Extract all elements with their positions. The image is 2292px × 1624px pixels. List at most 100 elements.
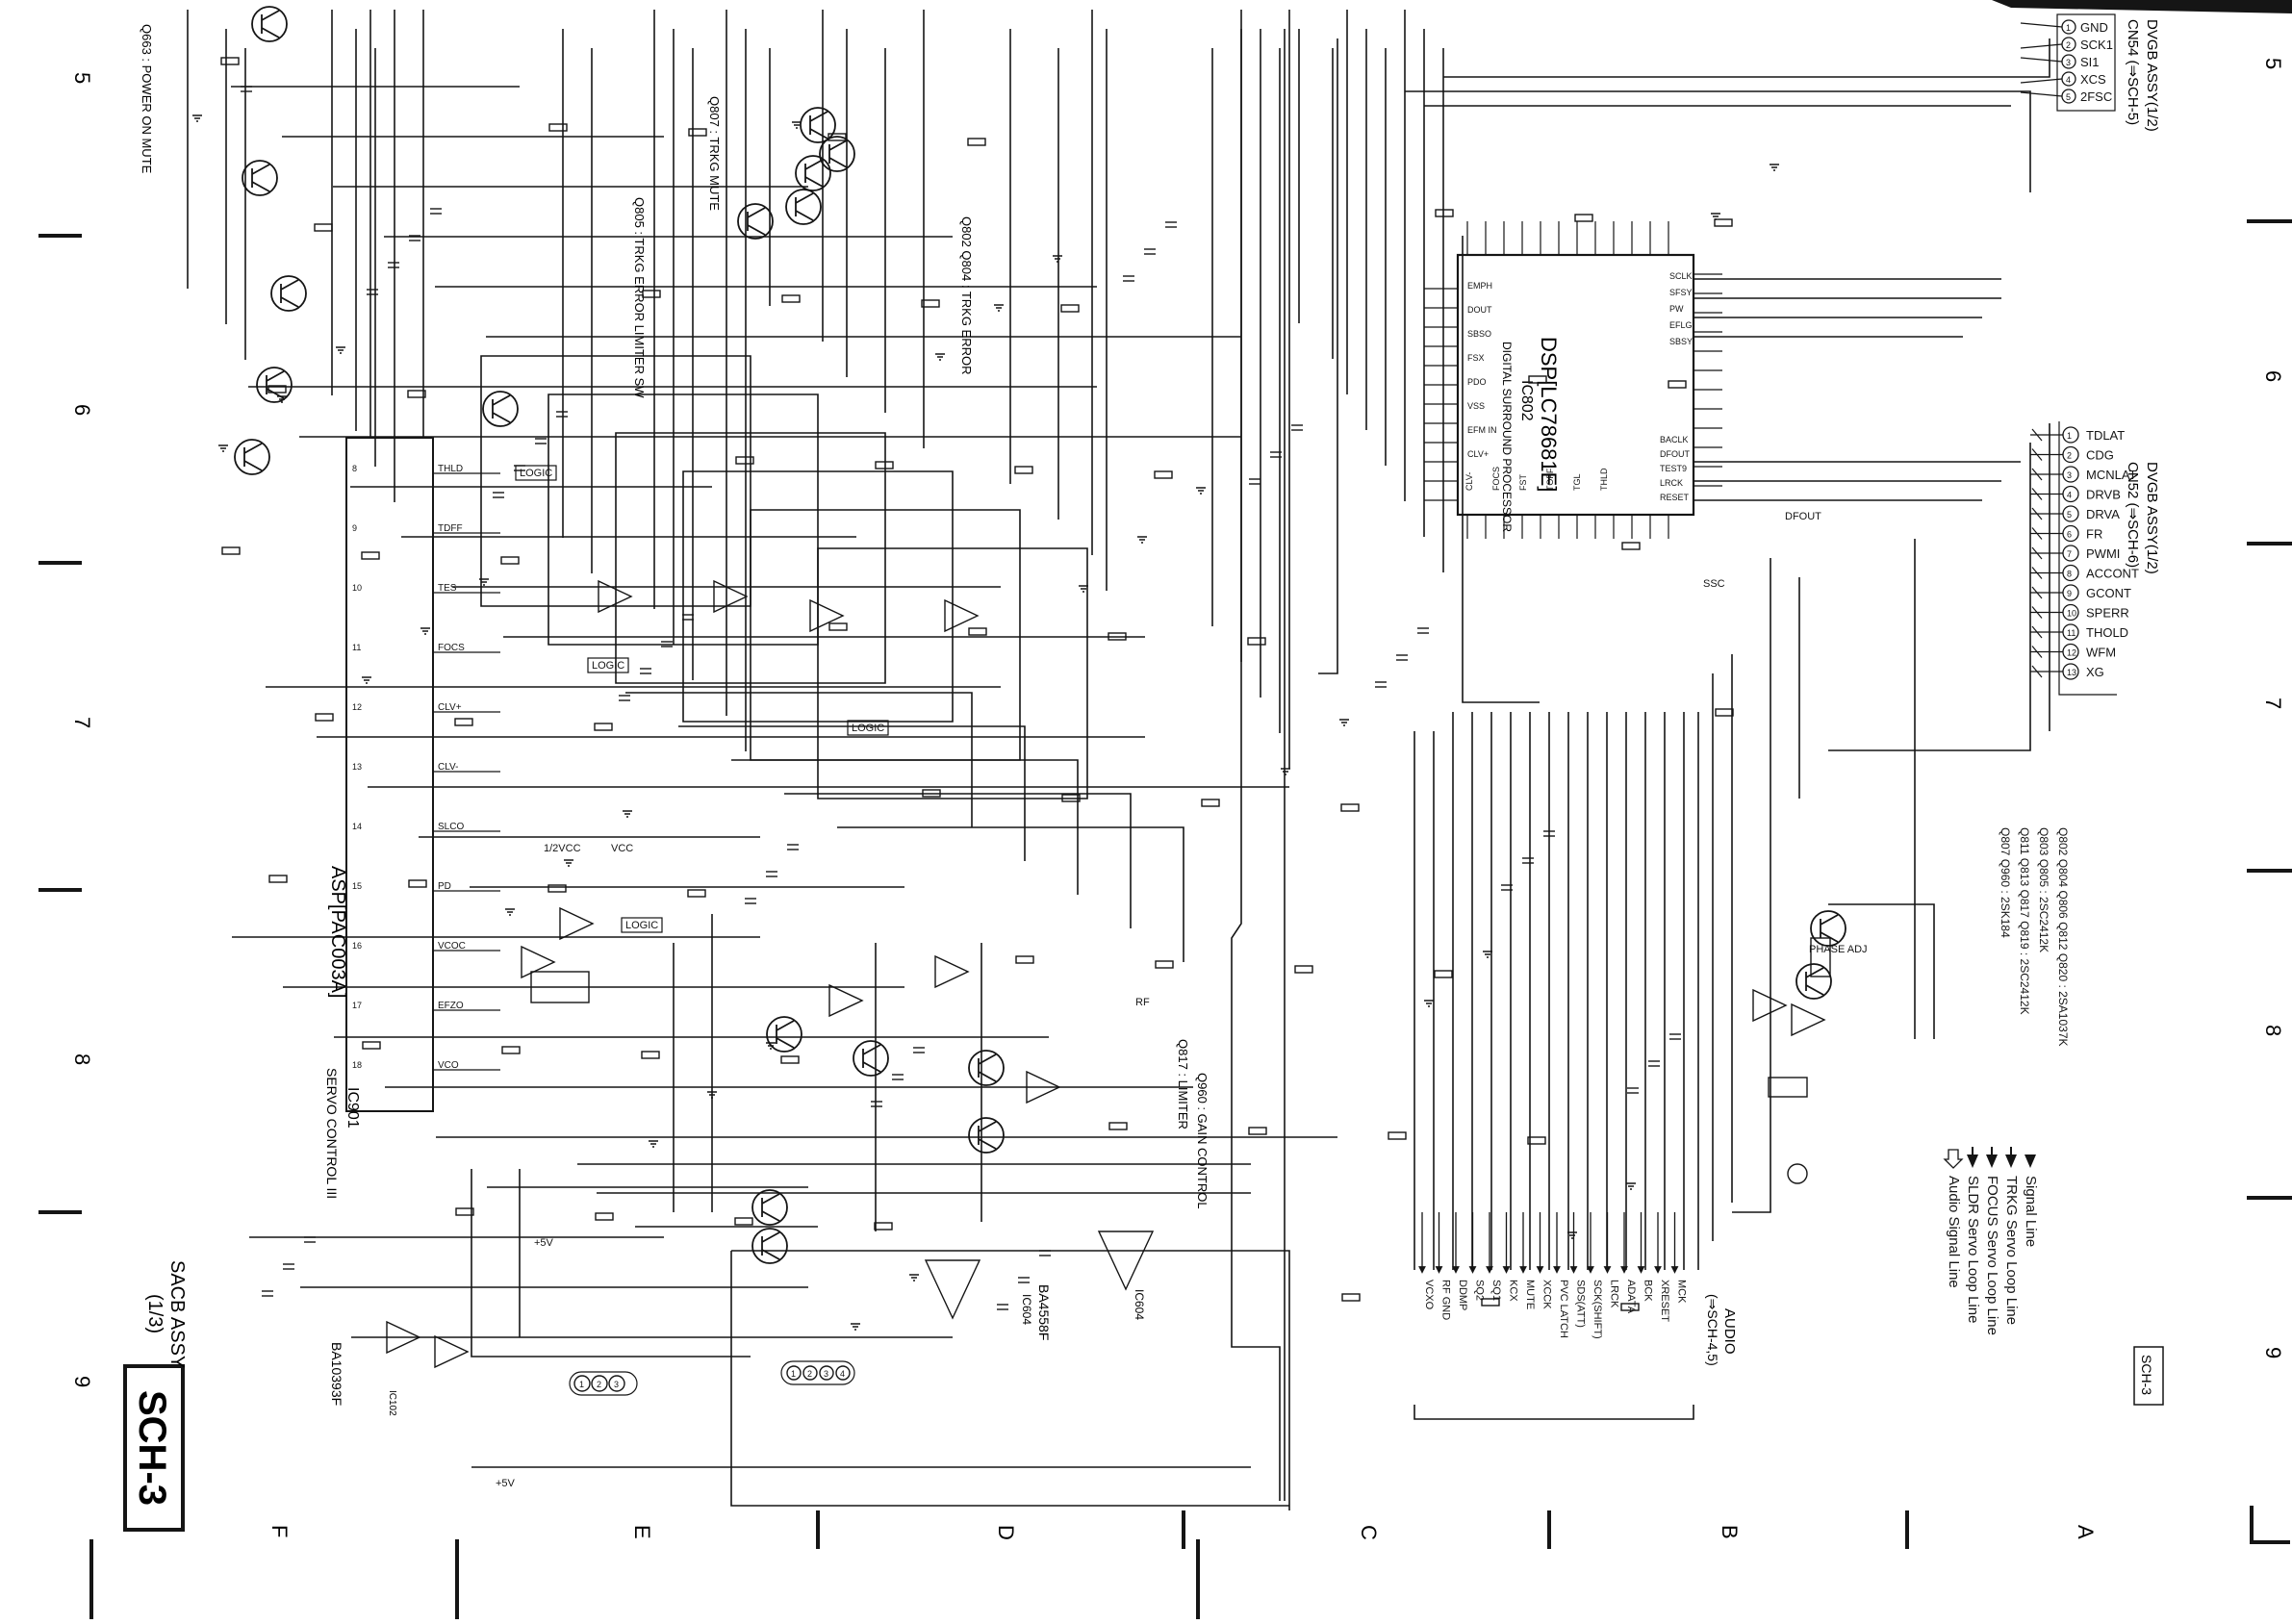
logic-tag: LOGIC <box>852 723 884 734</box>
wire <box>678 725 1026 861</box>
cn52-lead-tick <box>2031 586 2043 599</box>
q960-label: Q960 : GAIN CONTROL <box>1195 1073 1210 1209</box>
transistor-symbol <box>270 275 307 312</box>
cn52-lead-tick <box>2031 448 2043 461</box>
legend-label: FOCUS Servo Loop Line <box>1984 1176 2000 1335</box>
transistor-labels: Q663 : POWER ON MUTE Q807 : TRKG MUTE Q8… <box>140 24 1210 1209</box>
cn52-pin-label: DRVB <box>2086 488 2121 502</box>
cn52-pin-number: 10 <box>2067 609 2076 619</box>
wire <box>731 1250 1290 1510</box>
parts-list-line: Q802 Q804 Q806 Q812 Q820 : 2SA1037K <box>2056 827 2070 1047</box>
dsp-pin-label: PW <box>1669 304 1684 314</box>
resistor-symbol <box>967 138 986 146</box>
ground-symbol <box>935 353 945 361</box>
transistor-symbol <box>256 367 293 403</box>
resistor-symbol <box>1154 470 1173 479</box>
misc-label: 1/2VCC <box>544 843 581 854</box>
transistor-collector <box>761 1231 780 1243</box>
transistor-emitter <box>492 412 511 423</box>
resistor-symbol <box>408 879 427 888</box>
resistor-symbol <box>921 299 940 308</box>
resistor-symbol <box>1341 1293 1361 1302</box>
opamp-symbol <box>386 1320 421 1355</box>
wire <box>1405 90 2031 192</box>
resistor-symbol <box>1061 794 1081 802</box>
dsp-pin-label: RESET <box>1660 493 1690 502</box>
servo-pin-number: 14 <box>352 822 362 831</box>
opamp-symbol <box>1026 1070 1061 1104</box>
wire <box>615 432 886 684</box>
resistor-symbol <box>734 1217 753 1226</box>
transistor-symbol <box>751 1228 788 1264</box>
ground-symbol <box>479 578 489 586</box>
resistor-symbol <box>1434 970 1453 978</box>
audio-signal-label: XCCK <box>1541 1280 1553 1309</box>
logic-tag: LOGIC <box>520 468 552 479</box>
row-marker-8: 8 <box>70 1053 94 1065</box>
cn54-pin-number: 1 <box>2066 23 2071 33</box>
transistor-collector <box>747 207 766 218</box>
cn52-lead-tick <box>2031 428 2043 442</box>
servo-ic-caption: SERVO CONTROL III <box>324 1068 340 1199</box>
q802-label: Q802 Q804 : TRKG ERROR <box>959 216 974 375</box>
resistor-symbol <box>1435 209 1454 217</box>
transistor-collector <box>266 370 285 382</box>
servo-pin-label: VCOC <box>438 941 466 952</box>
dsp-pin-label: LRCK <box>1660 478 1683 488</box>
ground-symbol <box>623 810 632 818</box>
opamp-symbol <box>828 983 864 1018</box>
resistor-symbol <box>548 884 567 893</box>
misc-label: PHASE ADJ <box>1809 944 1868 955</box>
resistor-symbol <box>1060 304 1080 313</box>
legend-symbol <box>2005 1155 2017 1168</box>
audio-title: AUDIO <box>1721 1308 1738 1355</box>
cn54-pin-number: 4 <box>2066 75 2071 85</box>
cn52-pin-number: 12 <box>2067 648 2076 658</box>
dsp-ic-label: DSP[LC78681E] <box>1537 337 1561 492</box>
vco-box <box>530 971 590 1003</box>
opamp-symbol <box>559 906 595 941</box>
transistor-symbol <box>785 189 822 225</box>
cn52-pin-number: 8 <box>2067 570 2072 579</box>
tick-bars <box>38 219 2292 1619</box>
col-marker-A: A <box>2074 1525 2098 1539</box>
servo-ic-ref: IC901 <box>344 1087 361 1129</box>
cn52-body <box>2058 421 2117 696</box>
transistor-symbol <box>251 6 288 42</box>
cn52-pin-number: 1 <box>2067 431 2072 441</box>
opamp-symbol <box>713 579 749 614</box>
dsp-pin-label: EMPH <box>1467 281 1492 291</box>
transistor-symbol <box>766 1016 802 1053</box>
opamp-c-ref: IC102 <box>387 1390 397 1416</box>
audio-signal-label: VCXO <box>1423 1280 1435 1310</box>
wiring <box>187 10 2050 1510</box>
ground-symbol <box>1770 164 1779 171</box>
resistor-symbol <box>595 1212 614 1221</box>
audio-signal-label: SQ2 <box>1474 1280 1486 1301</box>
crystal-symbol <box>1768 1077 1808 1098</box>
sheet-edge-shadow <box>1992 0 2292 13</box>
legend-label: SLDR Servo Loop Line <box>1965 1176 1981 1323</box>
transistor-emitter <box>1805 984 1824 996</box>
cn103-pin-number: 1 <box>791 1369 796 1379</box>
corner-tag-box <box>2133 1346 2164 1406</box>
col-marker-B: B <box>1718 1525 1742 1539</box>
servo-pin-label: FOCS <box>438 643 465 653</box>
resistor-symbol <box>1108 1122 1128 1130</box>
jack-symbol <box>1787 1163 1808 1184</box>
servo-pin-label: SLCO <box>438 822 464 832</box>
title-block: SCH-3 SACB ASSY (1/3) SCH-3 <box>123 1260 2164 1532</box>
transistor-collector <box>795 192 814 204</box>
transistor-collector <box>1805 967 1824 978</box>
transistor-emitter <box>761 1210 780 1222</box>
wire <box>730 1251 1289 1507</box>
cn52-subtitle: CN52 (⇒SCH-6) <box>2125 462 2141 568</box>
row-marker-9-right: 9 <box>2261 1347 2285 1358</box>
servo-pin-label: CLV- <box>438 762 459 773</box>
resistor-symbol <box>1388 1131 1407 1140</box>
transistor-emitter <box>251 181 270 192</box>
